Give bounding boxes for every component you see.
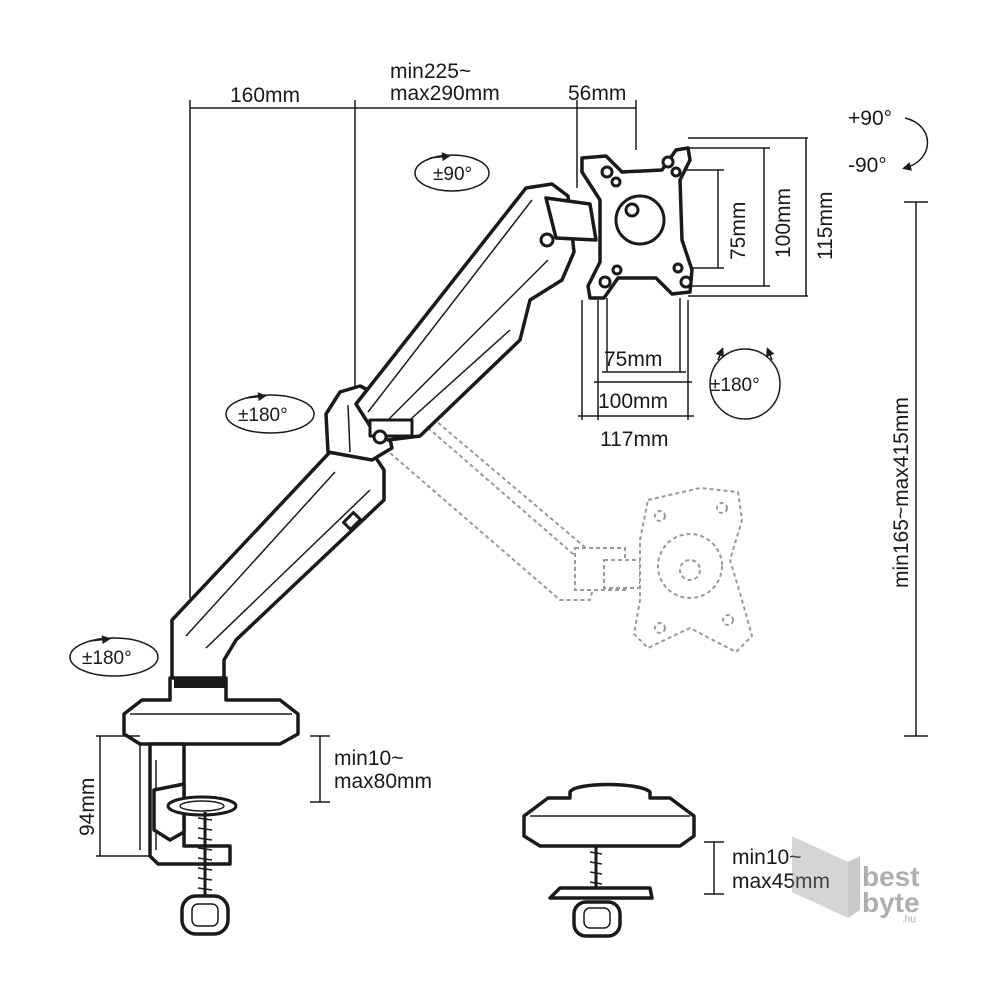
logo-text-best: best bbox=[862, 861, 920, 892]
vesa-plate bbox=[580, 146, 694, 300]
rotation-badge-head bbox=[414, 152, 490, 192]
head-swivel-label: ±90° bbox=[433, 164, 472, 185]
logo-text-byte: byte bbox=[862, 887, 920, 918]
clamp-dimension-lines bbox=[96, 735, 330, 857]
vesa-h-small-label: 75mm bbox=[604, 348, 662, 371]
vesa-h-large-label: 100mm bbox=[598, 390, 668, 413]
clamp-range-min-label: min10~ bbox=[334, 747, 403, 770]
tilt-head-offset-label: 56mm bbox=[568, 82, 626, 105]
arm-reach-min-label: min225~ bbox=[390, 60, 471, 83]
rotation-badge-elbow bbox=[225, 392, 315, 434]
arm-base-length-label: 160mm bbox=[230, 84, 300, 107]
grommet-range-min-label: min10~ bbox=[732, 846, 801, 869]
bestbyte-logo: best byte .hu bbox=[792, 836, 920, 925]
monitor-arm bbox=[170, 182, 598, 682]
plate-rotation-label: ±180° bbox=[710, 375, 760, 396]
elbow-swivel-label: ±180° bbox=[238, 405, 288, 426]
base-swivel-label: ±180° bbox=[82, 648, 132, 669]
vesa-v-large-label: 100mm bbox=[772, 188, 795, 258]
clamp-height-label: 94mm bbox=[76, 778, 99, 836]
vesa-dimension-lines bbox=[578, 137, 808, 420]
clamp-mount bbox=[122, 676, 300, 936]
tilt-arrow-icon bbox=[902, 117, 929, 171]
logo-text-domain: .hu bbox=[902, 914, 916, 925]
plate-height-label: 115mm bbox=[814, 192, 837, 260]
lowered-arm-ghost bbox=[380, 380, 754, 654]
grommet-mount bbox=[522, 782, 696, 938]
top-dimension-lines bbox=[189, 100, 637, 598]
grommet-dimension-lines bbox=[704, 841, 724, 895]
tilt-down-label: -90° bbox=[848, 154, 887, 177]
vesa-v-small-label: 75mm bbox=[727, 202, 750, 260]
arm-reach-max-label: max290mm bbox=[390, 82, 500, 105]
height-range-label: min165~max415mm bbox=[890, 397, 913, 588]
grommet-range-max-label: max45mm bbox=[732, 870, 830, 893]
height-dimension-line bbox=[904, 201, 928, 737]
tilt-up-label: +90° bbox=[848, 107, 892, 130]
rotation-badge-base bbox=[69, 635, 159, 677]
rotation-badge-plate bbox=[709, 347, 781, 420]
clamp-range-max-label: max80mm bbox=[334, 770, 432, 793]
plate-width-label: 117mm bbox=[600, 428, 668, 451]
